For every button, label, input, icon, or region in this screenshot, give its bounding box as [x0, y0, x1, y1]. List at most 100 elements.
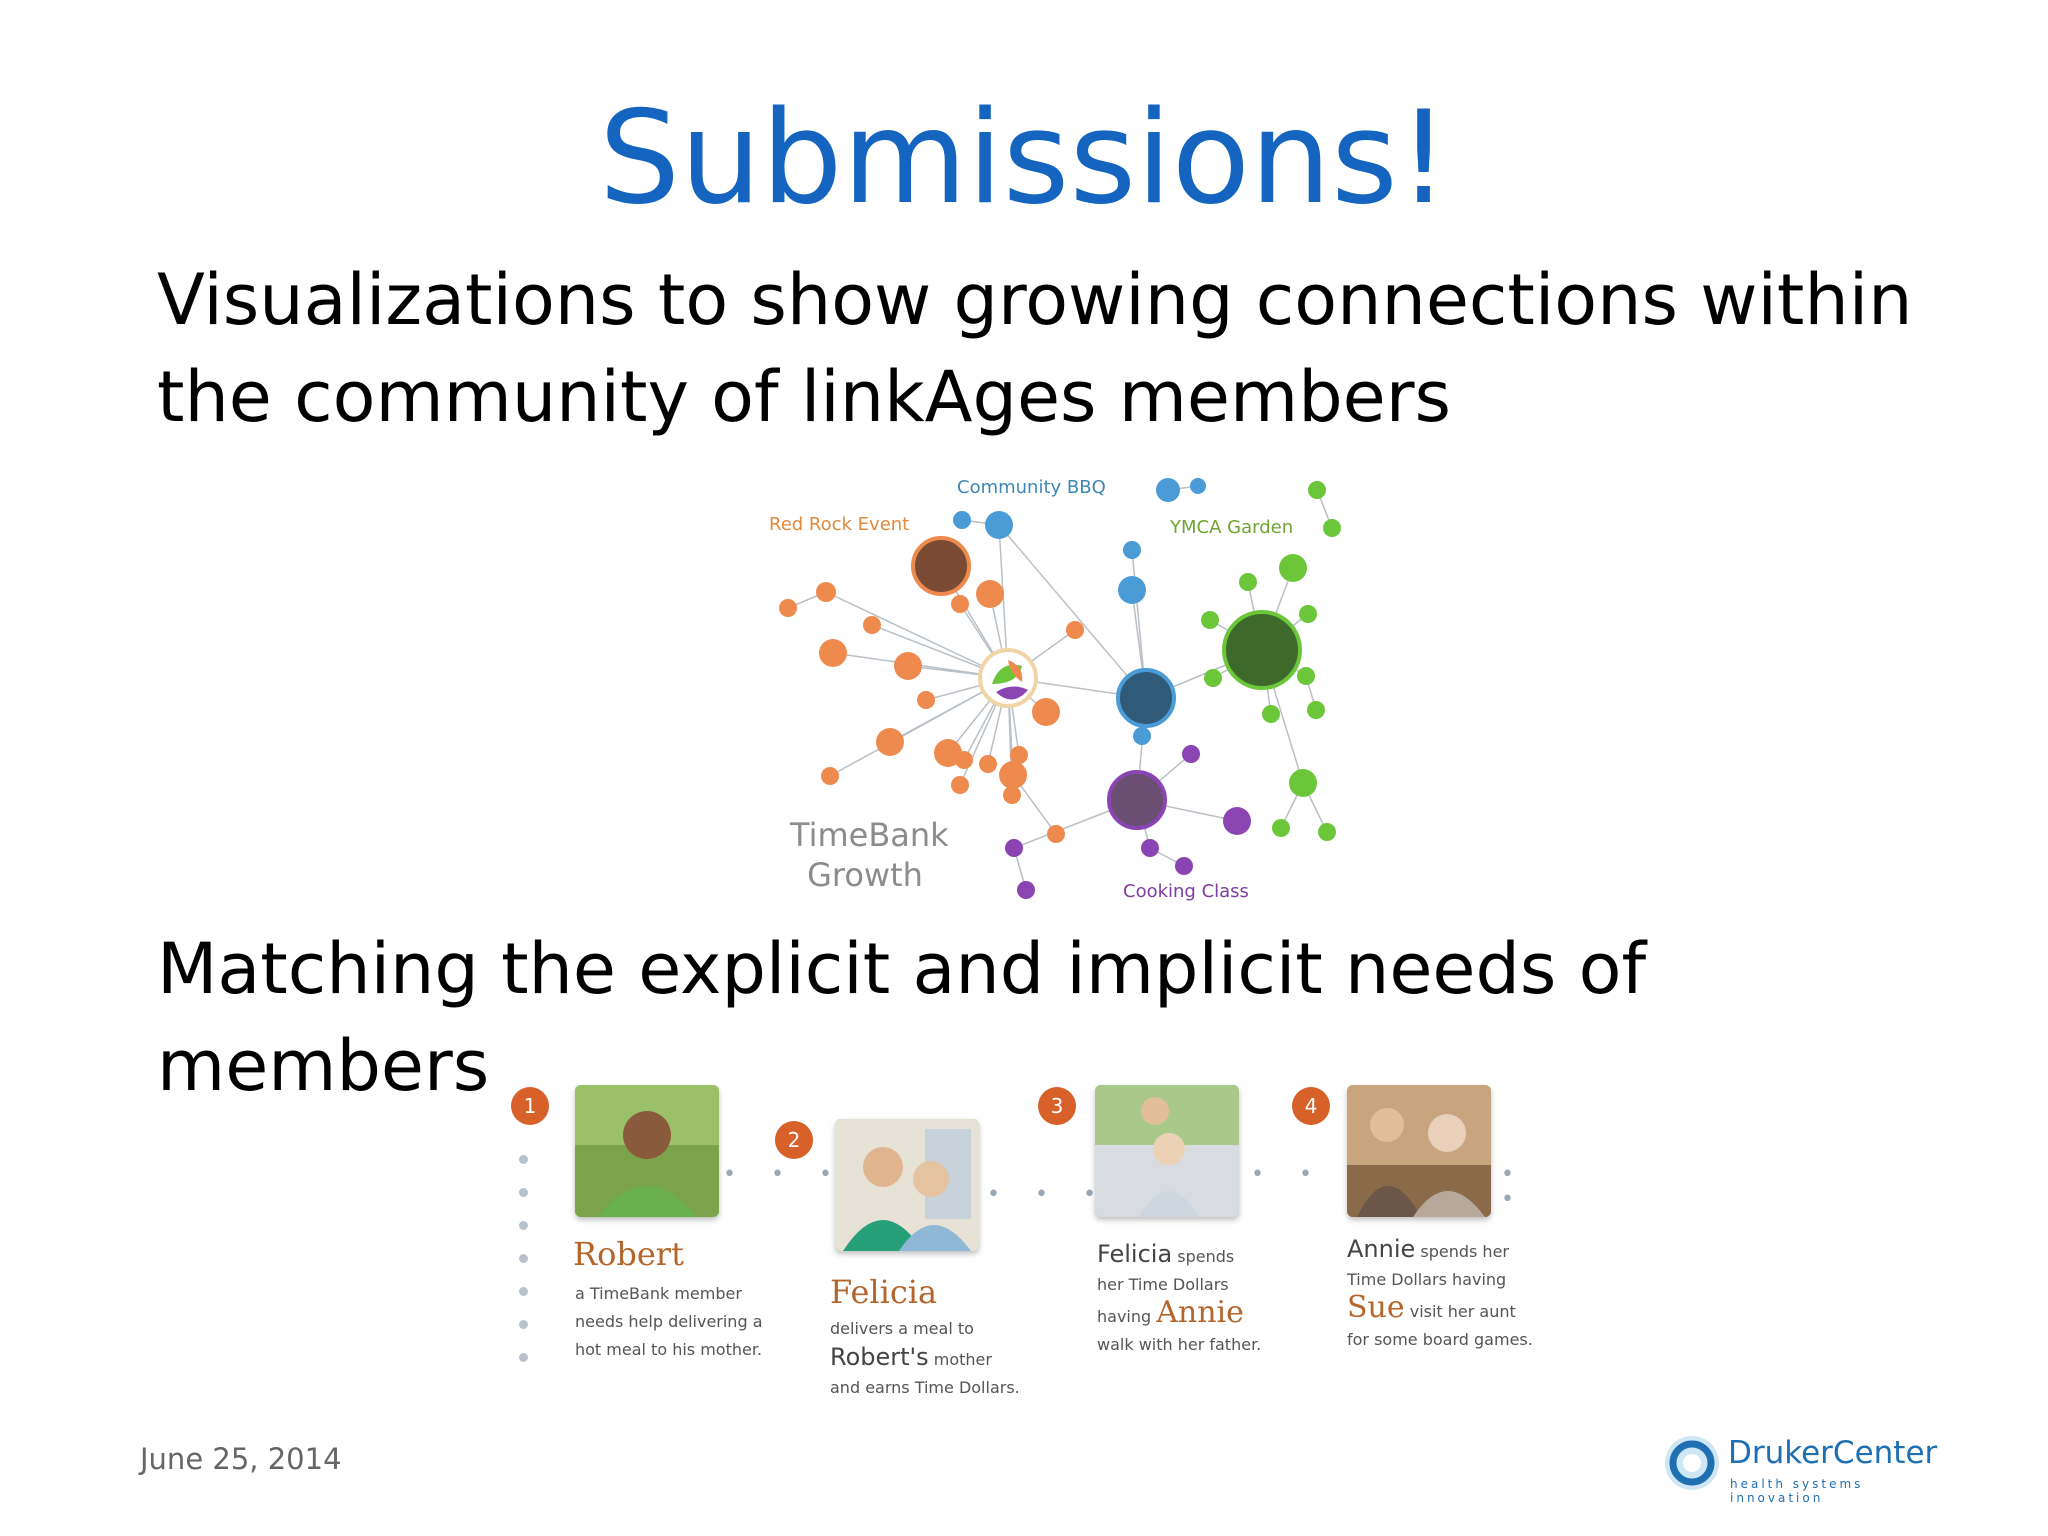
step-3-line-2: her Time Dollars [1097, 1275, 1229, 1294]
network-node [979, 755, 997, 773]
network-node [1156, 478, 1180, 502]
step-4-annie: Annie [1347, 1235, 1416, 1263]
bullet-visualizations: Visualizations to show growing connectio… [157, 259, 1913, 438]
step-3-felicia: Felicia [1097, 1240, 1173, 1268]
step-1-number: 1 [511, 1087, 549, 1125]
step-4-line-2: Time Dollars having [1347, 1270, 1507, 1289]
step-1-line-3: hot meal to his mother. [575, 1340, 763, 1359]
step-4-spends: spends her [1415, 1242, 1509, 1261]
network-link [825, 591, 1009, 679]
step-3-description: Felicia spends her Time Dollars having A… [1097, 1240, 1261, 1359]
network-node [876, 728, 904, 756]
dots-1-2: • • • [723, 1162, 846, 1187]
network-node [1010, 746, 1028, 764]
step-4-line-4: for some board games. [1347, 1330, 1533, 1349]
network-node [1323, 519, 1341, 537]
step-4-description: Annie spends her Time Dollars having Sue… [1347, 1235, 1533, 1354]
network-node [1005, 839, 1023, 857]
cooking-class-hub [1107, 770, 1167, 830]
network-node [1190, 478, 1206, 494]
step-1-name: Robert [573, 1235, 684, 1273]
dots-end: • • [1501, 1162, 1528, 1212]
step-4-line-1: Annie spends her [1347, 1235, 1533, 1266]
network-node [1307, 701, 1325, 719]
sue-photo [1347, 1085, 1491, 1217]
network-node [1239, 573, 1257, 591]
community-bbq-hub [1116, 668, 1176, 728]
step-4-sue: Sue [1347, 1290, 1405, 1325]
network-node [955, 751, 973, 769]
network-node [1047, 825, 1065, 843]
step-3-line-1: Felicia spends [1097, 1240, 1261, 1271]
network-node [1299, 605, 1317, 623]
red-rock-event-hub [911, 536, 971, 596]
step-2-line-1: delivers a meal to [830, 1319, 974, 1338]
label-ymca-garden: YMCA Garden [1170, 517, 1294, 538]
label-cooking-class: Cooking Class [1123, 881, 1249, 902]
step-2-number: 2 [775, 1121, 813, 1159]
label-community-bbq: Community BBQ [957, 477, 1106, 498]
dots-left [519, 1155, 529, 1386]
annie-photo [1095, 1085, 1239, 1217]
network-node [999, 761, 1027, 789]
network-node [1223, 807, 1251, 835]
step-1-line-1: a TimeBank member [575, 1284, 742, 1303]
network-node [1003, 786, 1021, 804]
network-node [1182, 745, 1200, 763]
network-node [917, 691, 935, 709]
network-node [1318, 823, 1336, 841]
network-node [1141, 839, 1159, 857]
step-3-annie: Annie [1156, 1295, 1244, 1330]
logo-tagline: health systems innovation [1730, 1477, 1864, 1505]
step-4-visit: visit her aunt [1404, 1302, 1516, 1321]
step-2-mother: mother [928, 1350, 992, 1369]
matching-story-figure: 1 Robert a TimeBank member needs help de… [505, 1070, 1545, 1410]
network-node [816, 582, 836, 602]
network-node [985, 511, 1013, 539]
timebank-network-figure: Community BBQ Red Rock Event YMCA Garden… [760, 470, 1360, 920]
network-node [1175, 857, 1193, 875]
network-node [1133, 727, 1151, 745]
network-node [1123, 541, 1141, 559]
label-red-rock-event: Red Rock Event [769, 514, 910, 535]
network-node [1201, 611, 1219, 629]
network-node [1262, 705, 1280, 723]
network-node [953, 511, 971, 529]
robert-photo [575, 1085, 719, 1217]
dots-3-4: • • • [1251, 1162, 1374, 1187]
network-node [951, 595, 969, 613]
network-graph [779, 478, 1341, 899]
bullet-matching: Matching the explicit and implicit needs… [157, 928, 1647, 1107]
linkages-logo-leaf [996, 686, 1028, 700]
network-node [976, 580, 1004, 608]
network-node [779, 599, 797, 617]
step-4-number: 4 [1292, 1087, 1330, 1125]
step-2-description: delivers a meal to Robert's mother and e… [830, 1315, 1020, 1402]
slide-date: June 25, 2014 [140, 1442, 342, 1476]
network-link [829, 677, 1009, 777]
step-3-spends: spends [1172, 1247, 1235, 1266]
label-growth-line1: TimeBank [790, 816, 949, 854]
step-3-number: 3 [1038, 1087, 1076, 1125]
linkages-logo-leaf [1008, 660, 1023, 682]
step-4-line-3: Sue visit her aunt [1347, 1293, 1533, 1326]
ymca-garden-hub [1222, 610, 1302, 690]
druker-logo-icon [1665, 1436, 1719, 1490]
network-node [1032, 698, 1060, 726]
network-node [1066, 621, 1084, 639]
druker-center-logo: DrukerCenter health systems innovation [1660, 1433, 1937, 1505]
step-3-having: having [1097, 1307, 1157, 1326]
network-node [1204, 669, 1222, 687]
step-3-line-3: having Annie [1097, 1298, 1261, 1331]
dots-2-3: • • • [987, 1182, 1110, 1207]
felicia-photo [835, 1119, 979, 1251]
step-3-line-4: walk with her father. [1097, 1335, 1262, 1354]
network-node [821, 767, 839, 785]
label-growth-line2: Growth [807, 856, 923, 894]
logo-name: DrukerCenter [1728, 1435, 1938, 1471]
network-link [998, 524, 1147, 699]
step-2-robert: Robert's [830, 1343, 929, 1371]
step-2-name: Felicia [830, 1273, 938, 1311]
network-node [863, 616, 881, 634]
network-node [1297, 667, 1315, 685]
